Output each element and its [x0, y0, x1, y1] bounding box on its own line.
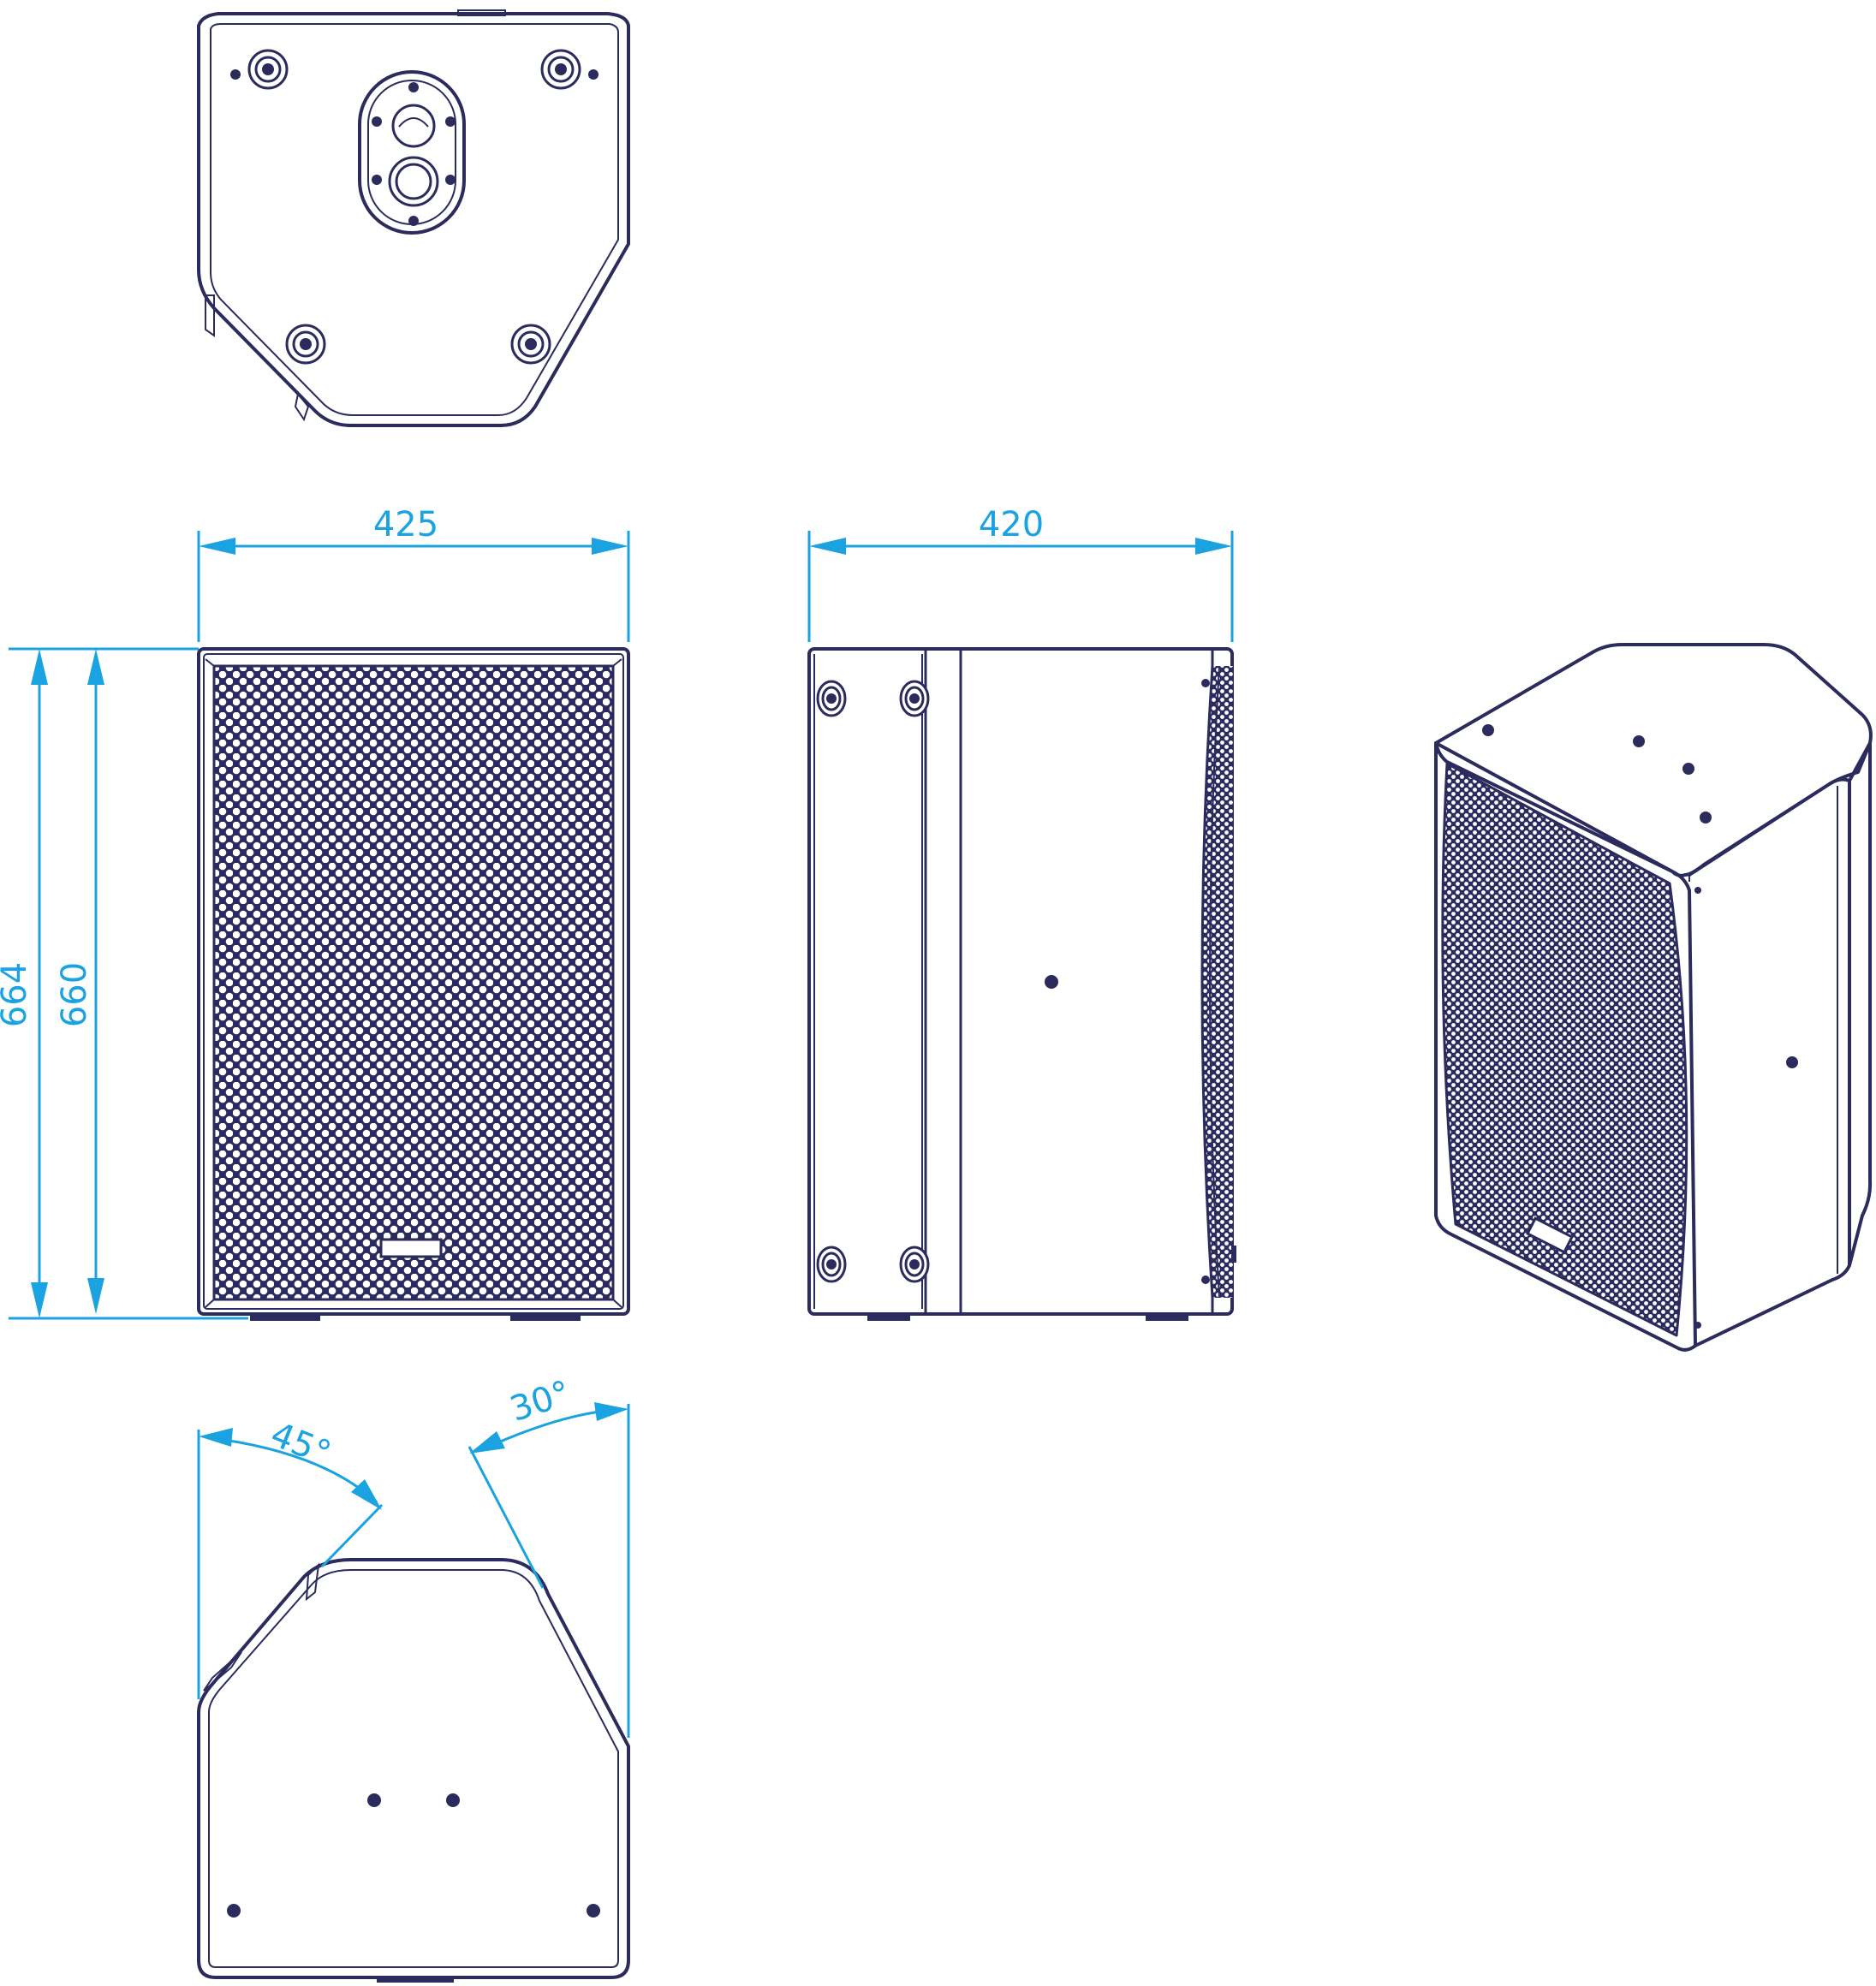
dimension-height: 664 660 — [0, 647, 248, 1320]
angle-left-dimension: 45° — [197, 1415, 384, 1699]
mount-bolt — [540, 49, 581, 90]
handle-recess — [816, 1246, 847, 1283]
angle-right-label: 30° — [505, 1373, 575, 1430]
dimension-width: 425 — [197, 505, 630, 642]
isometric-view — [1434, 643, 1873, 1352]
width-label: 425 — [373, 505, 438, 544]
front-height-label: 660 — [55, 962, 94, 1027]
depth-label: 420 — [979, 505, 1044, 544]
mount-bolt — [247, 49, 289, 90]
handle-recess — [816, 680, 847, 717]
mount-bolt — [285, 324, 326, 365]
front-view — [197, 647, 630, 1321]
top-angle-view — [197, 1558, 630, 1983]
side-view — [807, 647, 1236, 1321]
angle-left-label: 45° — [265, 1415, 336, 1474]
logo-badge — [379, 1238, 443, 1258]
front-grille — [214, 666, 613, 1299]
mount-bolt — [510, 324, 551, 365]
handle-recess — [899, 1246, 930, 1283]
bottom-mount-view — [197, 9, 630, 427]
angle-right-dimension: 30° — [468, 1373, 630, 1738]
handle-recess — [899, 680, 930, 717]
overall-height-label: 664 — [0, 962, 34, 1027]
dimension-depth: 420 — [807, 505, 1234, 642]
pole-mount-plate — [358, 70, 466, 235]
